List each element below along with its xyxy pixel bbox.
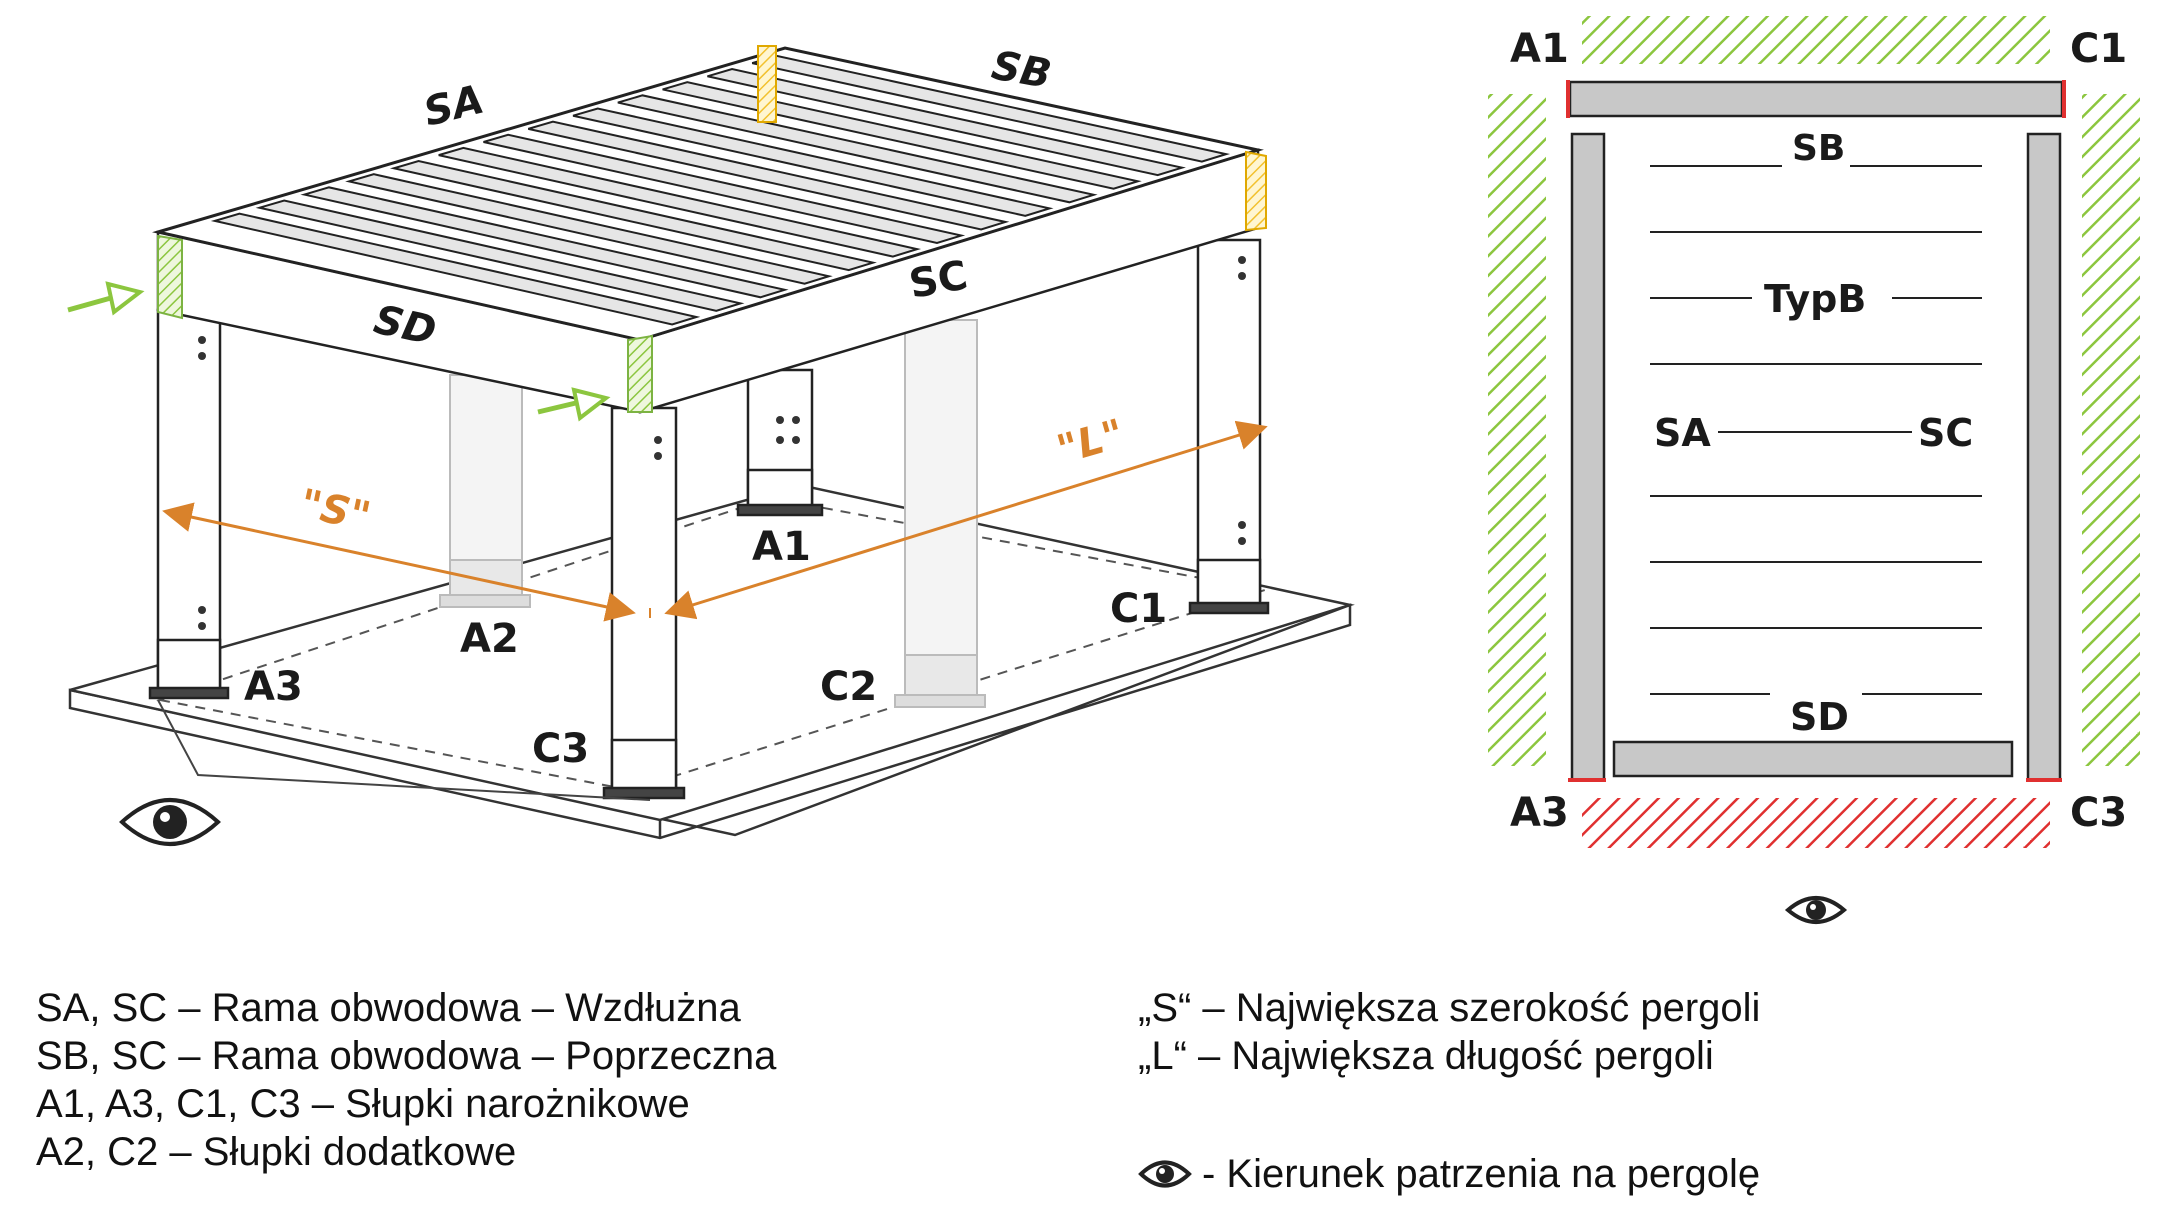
roof-louvre-blade bbox=[255, 199, 745, 312]
label-sa: SA bbox=[419, 77, 488, 136]
legend-line: A2, C2 – Słupki dodatkowe bbox=[36, 1130, 517, 1174]
label-dim-l: "L" bbox=[1052, 411, 1129, 474]
post-a2-ghost bbox=[439, 374, 531, 608]
roof-louvre-blade bbox=[438, 146, 922, 258]
plan-label-c3: C3 bbox=[2070, 790, 2127, 836]
eye-icon bbox=[1138, 1160, 1192, 1188]
plan-label-c1: C1 bbox=[2070, 26, 2127, 72]
label-c1: C1 bbox=[1110, 586, 1167, 632]
roof-louvre-blade bbox=[662, 81, 1142, 190]
pergola-3d: SA SB SD SC "S" "L" A1 A2 A3 C1 C2 C3 bbox=[67, 43, 1355, 846]
plan-label-sa: SA bbox=[1654, 411, 1711, 455]
roof-louvre-blade bbox=[300, 186, 789, 299]
legend-line: SB, SC – Rama obwodowa – Poprzeczna bbox=[36, 1034, 777, 1078]
plan-zone-sd bbox=[1582, 798, 2050, 848]
label-dim-s: "S" bbox=[296, 481, 375, 541]
post-c3 bbox=[602, 406, 686, 800]
plan-zone-sc bbox=[2082, 94, 2140, 766]
plan-zone-sb bbox=[1582, 16, 2050, 64]
plan-red-marks bbox=[1566, 80, 2066, 782]
post-c2-ghost bbox=[894, 319, 986, 708]
roof-louvre-blade bbox=[483, 133, 966, 245]
corner-c1-marker bbox=[1245, 150, 1267, 232]
plan-beam-sd bbox=[1612, 740, 2014, 778]
plan-eye-icon bbox=[1784, 896, 1848, 924]
eye-icon bbox=[119, 798, 221, 846]
legend-line: SA, SC – Rama obwodowa – Wzdłużna bbox=[36, 986, 741, 1030]
label-c2: C2 bbox=[820, 664, 877, 710]
roof-louvres bbox=[210, 54, 1231, 326]
plan-label-sc: SC bbox=[1918, 411, 1973, 455]
legend-eye-text: - Kierunek patrzenia na pergolę bbox=[1202, 1152, 1761, 1196]
plan-beam-sc bbox=[2026, 132, 2062, 782]
post-a3 bbox=[148, 308, 230, 700]
dimension-s-line bbox=[162, 502, 636, 622]
label-sb: SB bbox=[988, 43, 1054, 99]
roof-louvre-blade bbox=[528, 120, 1010, 231]
plan-beam-sa bbox=[1570, 132, 1606, 782]
legend-line: A1, A3, C1, C3 – Słupki narożnikowe bbox=[36, 1082, 690, 1126]
green-arrow-c3 bbox=[537, 387, 611, 422]
post-c1 bbox=[1188, 238, 1270, 615]
legend-line: „L“ – Największa długość pergoli bbox=[1138, 1034, 1714, 1078]
roof-louvre-blade bbox=[707, 68, 1186, 177]
plan-zone-sa bbox=[1488, 94, 1546, 766]
corner-a3-marker bbox=[157, 234, 183, 320]
plan-beam-sb bbox=[1568, 80, 2064, 118]
legend-left: SA, SC – Rama obwodowa – Wzdłużna SB, SC… bbox=[36, 984, 776, 1176]
pergola-plan: A1 C1 A3 C3 SB TypB SA SC SD bbox=[1488, 16, 2140, 924]
plan-label-a1: A1 bbox=[1510, 26, 1569, 72]
corner-c3-marker bbox=[627, 334, 653, 413]
label-a1: A1 bbox=[752, 524, 811, 570]
label-c3: C3 bbox=[532, 726, 589, 772]
floor-slab-side bbox=[68, 603, 1352, 840]
legend-eye-row: - Kierunek patrzenia na pergolę bbox=[1138, 1150, 1760, 1198]
corner-a1-marker bbox=[757, 45, 777, 123]
plan-label-type: TypB bbox=[1764, 277, 1866, 321]
plan-louvre-lines bbox=[1650, 165, 1982, 695]
green-arrow-a3 bbox=[67, 281, 145, 316]
legend-line: „S“ – Największa szerokość pergoli bbox=[1138, 986, 1761, 1030]
roof-louvre-blade bbox=[572, 107, 1054, 217]
plan-label-a3: A3 bbox=[1510, 790, 1569, 836]
floor-slab-top bbox=[69, 483, 1355, 822]
label-a3: A3 bbox=[244, 664, 303, 710]
view-sight-line bbox=[157, 699, 651, 801]
dimension-l-line bbox=[664, 420, 1268, 620]
roof-louvre-blade bbox=[389, 160, 877, 272]
label-a2: A2 bbox=[460, 616, 519, 662]
plan-label-sd: SD bbox=[1790, 695, 1849, 739]
plan-label-sb: SB bbox=[1792, 128, 1845, 169]
roof-louvre-blade bbox=[210, 212, 701, 326]
legend-right: „S“ – Największa szerokość pergoli „L“ –… bbox=[1138, 984, 1760, 1080]
label-sc: SC bbox=[906, 252, 971, 307]
roof-louvre-blade bbox=[345, 173, 833, 285]
roof-louvre-blade bbox=[617, 94, 1098, 204]
